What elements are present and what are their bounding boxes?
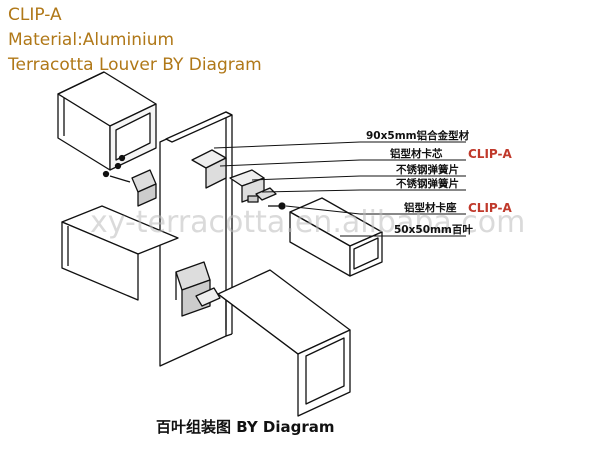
header-material: Material:Aluminium [8,30,175,50]
label-base-clip: 铝型材卡座 [404,201,457,214]
header-diagram-title: Terracotta Louver BY Diagram [8,55,262,75]
label-louver-50x50: 50x50mm百叶 [394,223,473,236]
diagram-caption: 百叶组装图 BY Diagram [156,418,335,436]
left-clip-assembly [102,154,157,207]
left-long-louver-tube [61,205,179,301]
lower-clip-assembly [175,261,221,317]
label-core-clip-tag: CLIP-A [468,147,512,161]
header-clip-name: CLIP-A [8,5,62,25]
leader-lines [213,141,466,237]
right-louver-tube-50x50 [289,197,383,277]
label-spring-plate-2: 不锈钢弹簧片 [396,177,459,190]
label-core-clip: 铝型材卡芯 [390,147,443,160]
label-base-clip-tag: CLIP-A [468,201,512,215]
label-profile-90x5: 90x5mm铝合金型材 [366,129,470,142]
lower-right-louver-tube [217,269,351,417]
label-spring-plate-1: 不锈钢弹簧片 [396,163,459,176]
watermark-text: xy-terracotta.en.alibaba.com [90,205,525,240]
upper-left-louver-tube [57,71,157,171]
spring-plates [255,187,286,210]
